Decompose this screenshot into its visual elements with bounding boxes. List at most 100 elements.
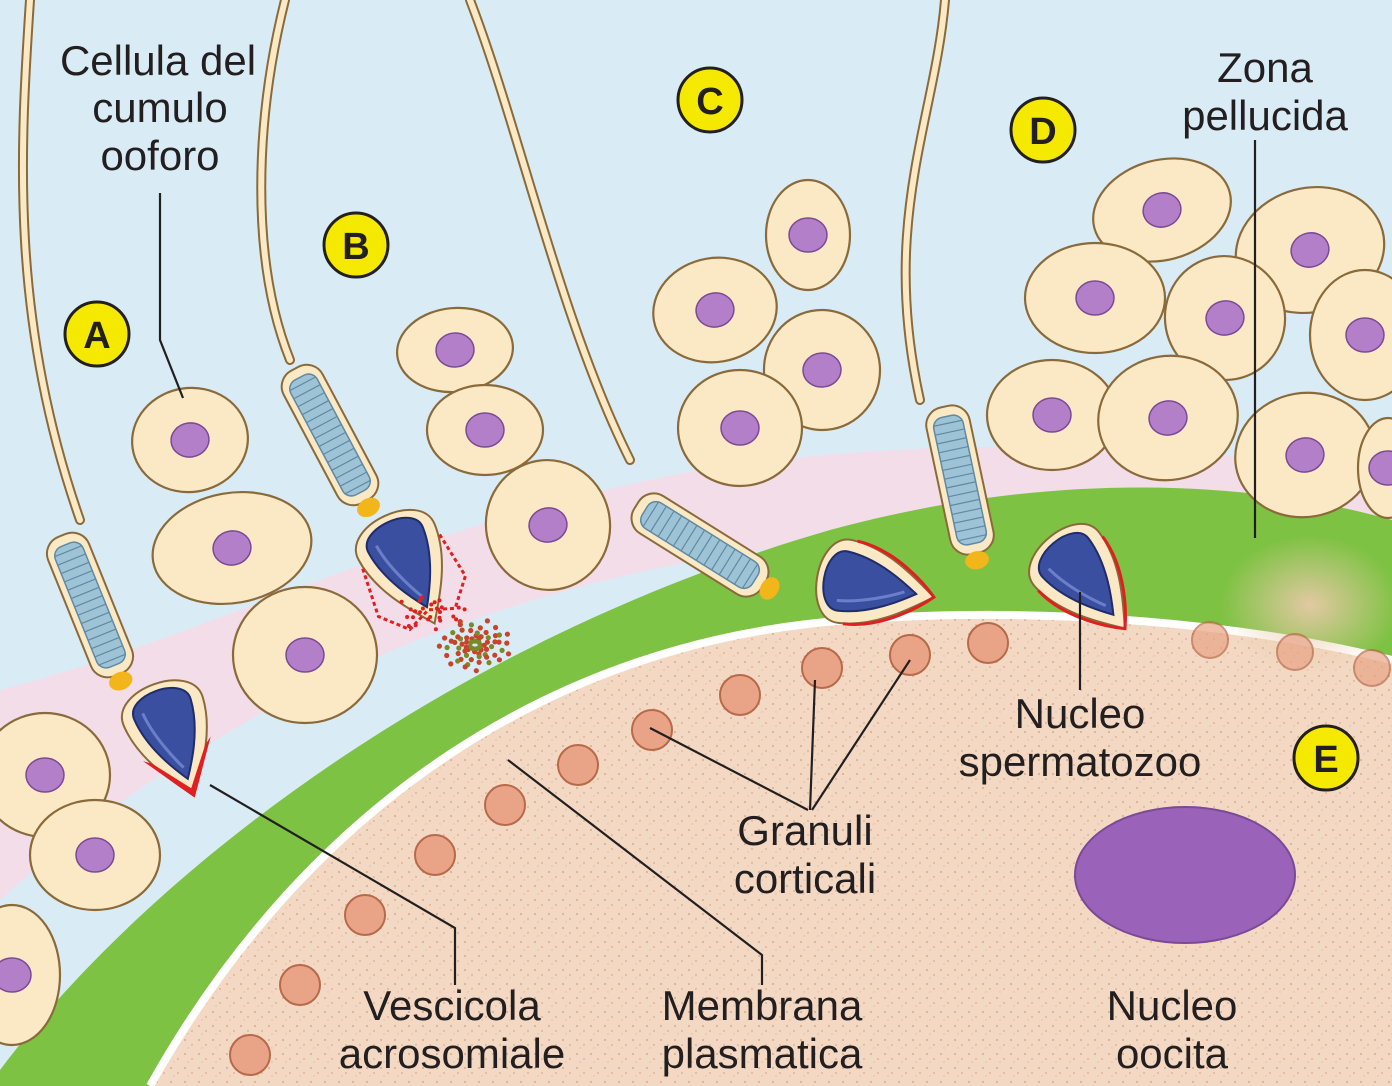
cortical-granule [802,648,842,688]
enzyme-dot [400,600,404,604]
svg-text:corticali: corticali [734,855,876,902]
cortical-granule [415,835,455,875]
enzyme-dot [463,664,468,669]
cortical-granule [1354,650,1390,686]
enzyme-dot [434,627,438,631]
enzyme-dot [493,625,498,630]
enzyme-dot [484,630,489,635]
enzyme-dot [442,635,447,640]
enzyme-dot [445,645,450,650]
enzyme-dot [450,630,455,635]
oocyte-nucleus [1075,807,1295,943]
cumulus-cell [427,385,543,475]
cortical-granule [485,785,525,825]
enzyme-dot [486,635,491,640]
enzyme-dot [448,661,453,666]
svg-text:pellucida: pellucida [1182,92,1348,139]
svg-text:Cellula del: Cellula del [60,37,256,84]
enzyme-dot [492,653,497,658]
svg-text:cumulo: cumulo [92,84,227,131]
stage-badge-c: C [678,68,742,132]
enzyme-dot [474,668,479,673]
enzyme-dot [455,658,460,663]
enzyme-dot [468,628,473,633]
enzyme-dot [497,657,502,662]
enzyme-dot [407,624,411,628]
enzyme-dot [456,646,461,651]
svg-text:Vescicola: Vescicola [363,982,541,1029]
enzyme-dot [435,606,439,610]
enzyme-dot [413,609,417,613]
enzyme-dot [463,607,467,611]
enzyme-dot [475,630,480,635]
cortical-granule [1277,634,1313,670]
enzyme-dot [504,641,509,646]
stage-badge-a: A [65,302,129,366]
cumulus-cell [1025,243,1165,353]
enzyme-dot [444,653,449,658]
enzyme-dot [438,616,442,620]
enzyme-dot [438,610,442,614]
enzyme-dot [409,607,413,611]
enzyme-dot [411,615,415,619]
enzyme-dot [479,634,484,639]
svg-text:Granuli: Granuli [737,807,872,854]
enzyme-dot [477,660,482,665]
enzyme-dot [418,610,422,614]
stage-badge-b: B [324,213,388,277]
svg-text:B: B [342,226,369,268]
enzyme-dot [440,605,444,609]
enzyme-dot [437,598,441,602]
label-plasma-membrane: Membrana plasmatica [662,982,863,1077]
cumulus-cell [766,180,850,290]
svg-text:oocita: oocita [1116,1030,1229,1077]
cumulus-cell [678,370,802,486]
svg-text:A: A [83,315,110,357]
enzyme-dot [486,660,491,665]
enzyme-dot [478,625,483,630]
cortical-granule [890,635,930,675]
stage-badge-e: E [1294,726,1358,790]
cumulus-cell [30,800,160,910]
enzyme-dot [506,651,511,656]
enzyme-dot [497,632,502,637]
cumulus-cell [233,587,377,723]
enzyme-dot [449,639,454,644]
enzyme-dot [421,607,425,611]
svg-text:Nucleo: Nucleo [1015,690,1146,737]
enzyme-dot [477,644,482,649]
enzyme-dot [418,599,422,603]
enzyme-dot [485,618,490,623]
svg-text:Nucleo: Nucleo [1107,982,1238,1029]
label-oocyte-nucleus: Nucleo oocita [1107,982,1238,1077]
cortical-granule [1192,622,1228,658]
enzyme-dot [464,645,469,650]
enzyme-dot [454,617,458,621]
cortical-granule [230,1035,270,1075]
enzyme-dot [505,632,510,637]
enzyme-dot [457,606,461,610]
svg-text:D: D [1029,111,1056,153]
enzyme-dot [469,640,474,645]
cortical-granule [558,745,598,785]
svg-text:spermatozoo: spermatozoo [959,738,1202,785]
svg-text:E: E [1313,739,1338,781]
enzyme-dot [405,615,409,619]
enzyme-dot [460,642,465,647]
enzyme-dot [451,615,455,619]
enzyme-dot [433,600,437,604]
svg-text:plasmatica: plasmatica [662,1030,863,1077]
cortical-granule [345,895,385,935]
enzyme-dot [500,648,505,653]
enzyme-dot [484,655,489,660]
stage-badge-d: D [1011,98,1075,162]
enzyme-dot [460,628,465,633]
enzyme-dot [429,603,433,607]
label-cortical-granules: Granuli corticali [734,807,876,902]
enzyme-dot [477,654,482,659]
cortical-granule [280,965,320,1005]
svg-text:C: C [696,81,723,123]
label-acrosomal-vesicle: Vescicola acrosomiale [339,982,565,1077]
enzyme-dot [496,640,501,645]
